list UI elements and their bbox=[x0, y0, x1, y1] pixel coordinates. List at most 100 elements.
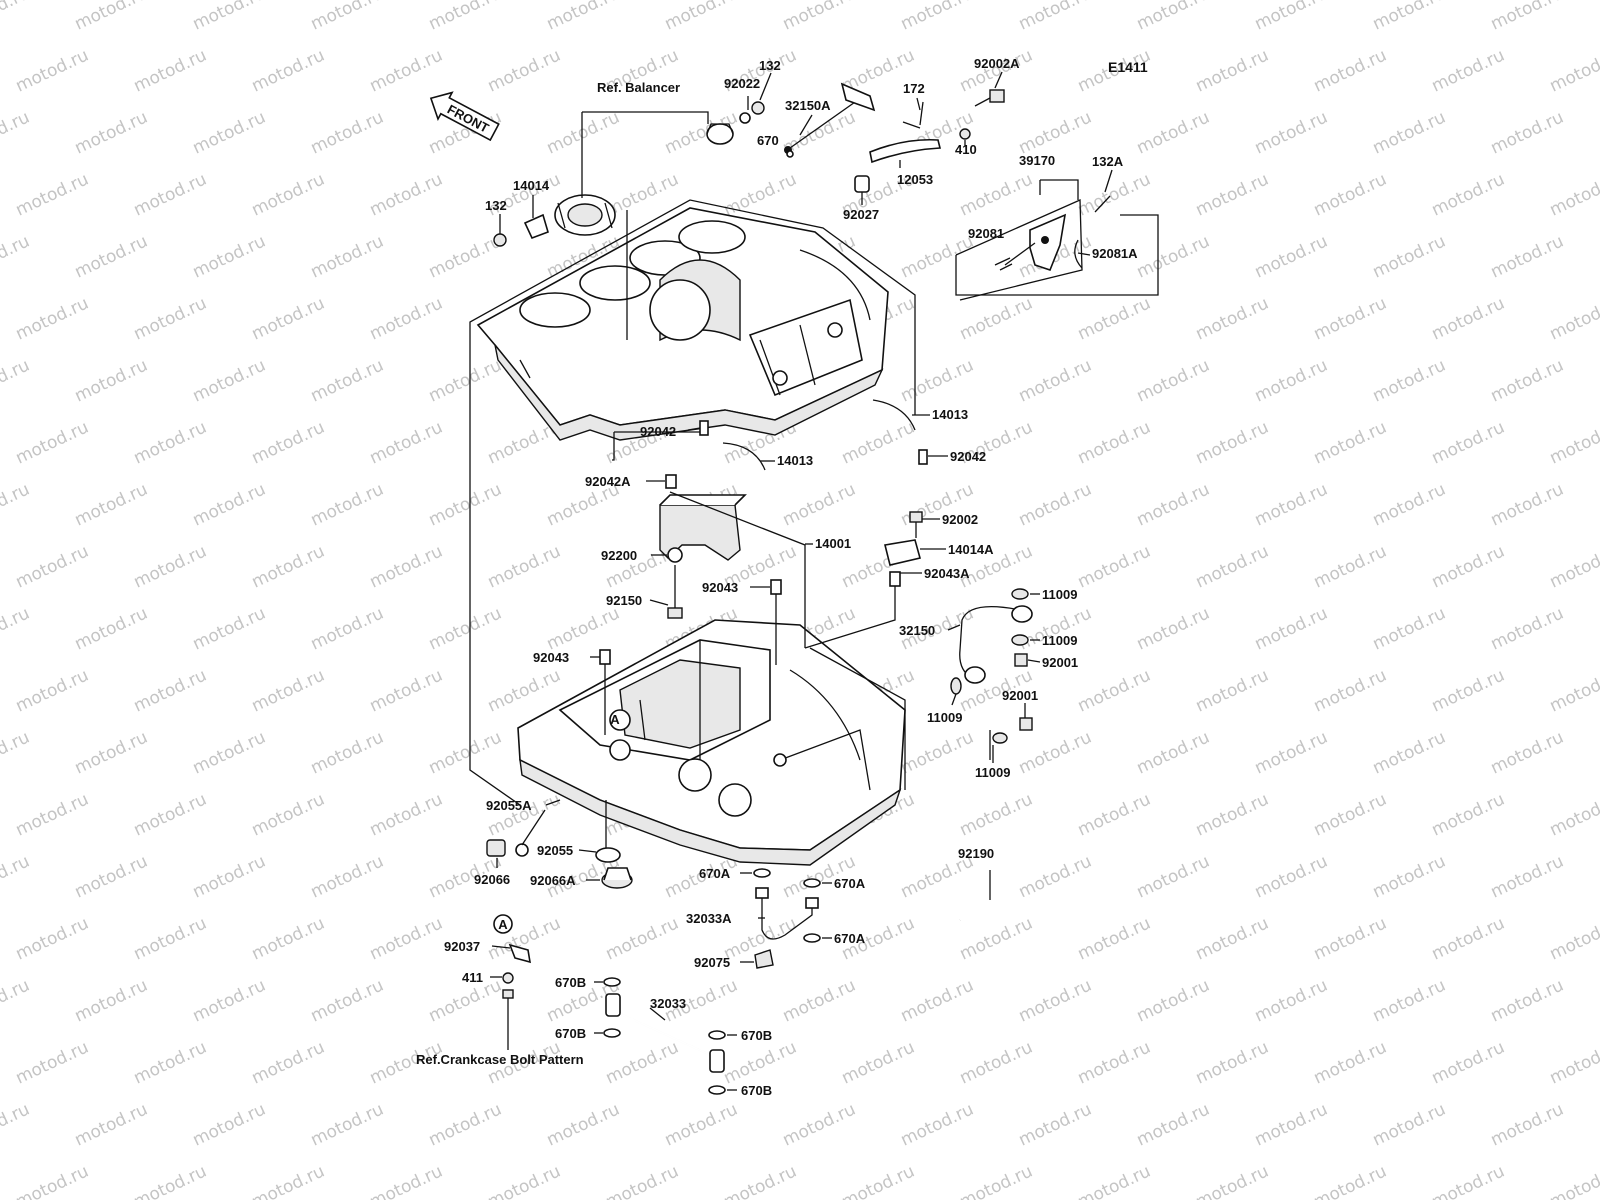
dowel-92027 bbox=[854, 175, 870, 193]
label-670a-1: 670A bbox=[699, 866, 731, 881]
bolt-ref-pattern bbox=[502, 989, 514, 1050]
marker-a-label: A bbox=[498, 917, 508, 932]
label-92042a: 92042A bbox=[585, 474, 631, 489]
label-92043a: 92043A bbox=[924, 566, 970, 581]
oil-pipe-32150a bbox=[784, 82, 876, 154]
washer-411 bbox=[502, 972, 514, 984]
bearing-14013-right bbox=[872, 399, 916, 431]
label-14013-right: 14013 bbox=[932, 407, 968, 422]
bracket-14014a bbox=[884, 511, 923, 566]
nut-410 bbox=[959, 128, 971, 140]
oring-92055 bbox=[595, 847, 621, 863]
plug-92066a bbox=[601, 867, 633, 889]
label-92027: 92027 bbox=[843, 207, 879, 222]
label-92066a: 92066A bbox=[530, 873, 576, 888]
dowel-92043-mid bbox=[770, 579, 782, 595]
label-32150a: 32150A bbox=[785, 98, 831, 113]
label-670b-4: 670B bbox=[741, 1083, 772, 1098]
label-ref-balancer: Ref. Balancer bbox=[597, 80, 680, 95]
label-132-left: 132 bbox=[485, 198, 507, 213]
label-92200: 92200 bbox=[601, 548, 637, 563]
label-92043-mid: 92043 bbox=[702, 580, 738, 595]
label-12053: 12053 bbox=[897, 172, 933, 187]
label-32033: 32033 bbox=[650, 996, 686, 1011]
label-92190: 92190 bbox=[958, 846, 994, 861]
dowel-92042-left bbox=[699, 420, 709, 436]
dowel-92043a bbox=[889, 571, 901, 587]
bearing-14013-bottom bbox=[722, 442, 766, 471]
label-92037: 92037 bbox=[444, 939, 480, 954]
bracket-14014 bbox=[493, 213, 549, 247]
label-32150: 32150 bbox=[899, 623, 935, 638]
bolt-132-top bbox=[751, 101, 765, 115]
oil-pipe-32150 bbox=[959, 605, 1033, 684]
oring-670b-4 bbox=[708, 1085, 726, 1095]
dowel-92042a bbox=[665, 474, 677, 489]
gasket-11009-3 bbox=[950, 677, 962, 695]
diagram-code: E1411 bbox=[1108, 59, 1148, 75]
oring-670a-3 bbox=[803, 933, 821, 943]
leader-lines bbox=[490, 71, 1113, 1091]
label-14001: 14001 bbox=[815, 536, 851, 551]
label-32033a: 32033A bbox=[686, 911, 732, 926]
label-92001-2: 92001 bbox=[1002, 688, 1038, 703]
chain-guide-12053 bbox=[869, 138, 942, 164]
label-92001-1: 92001 bbox=[1042, 655, 1078, 670]
marker-a-on-case: A bbox=[610, 712, 620, 727]
label-92043-left: 92043 bbox=[533, 650, 569, 665]
gasket-11009-1 bbox=[1011, 588, 1029, 600]
label-670a-2: 670A bbox=[834, 876, 866, 891]
washer-92022 bbox=[739, 112, 751, 124]
label-670b-1: 670B bbox=[555, 975, 586, 990]
label-410: 410 bbox=[955, 142, 977, 157]
cap-block bbox=[659, 494, 747, 561]
label-14014: 14014 bbox=[513, 178, 550, 193]
oring-670b-1 bbox=[603, 977, 621, 987]
gasket-11009-2 bbox=[1011, 634, 1029, 646]
label-670b-3: 670B bbox=[741, 1028, 772, 1043]
washer-92200 bbox=[667, 547, 683, 563]
label-92075: 92075 bbox=[694, 955, 730, 970]
oring-670a-1 bbox=[753, 868, 771, 878]
label-92081a: 92081A bbox=[1092, 246, 1138, 261]
marker-a-circle bbox=[493, 914, 513, 934]
label-11009-1: 11009 bbox=[1042, 587, 1077, 602]
label-11009-4: 11009 bbox=[975, 765, 1010, 780]
oring-670b-2 bbox=[603, 1028, 621, 1038]
label-670: 670 bbox=[757, 133, 779, 148]
label-92042-left: 92042 bbox=[640, 424, 676, 439]
label-92042-right: 92042 bbox=[950, 449, 986, 464]
assembly-39170 bbox=[955, 195, 1111, 301]
label-11009-2: 11009 bbox=[1042, 633, 1077, 648]
hose-92190 bbox=[958, 870, 1031, 921]
balancer-bearing bbox=[554, 194, 616, 236]
bushing-top bbox=[706, 123, 734, 145]
dowel-92043-left bbox=[599, 649, 611, 665]
label-92081: 92081 bbox=[968, 226, 1004, 241]
label-411: 411 bbox=[462, 970, 483, 985]
label-132-top: 132 bbox=[759, 58, 781, 73]
label-14013-bottom: 14013 bbox=[777, 453, 813, 468]
label-39170: 39170 bbox=[1019, 153, 1055, 168]
label-670a-3: 670A bbox=[834, 931, 866, 946]
bolt-92150 bbox=[667, 565, 683, 619]
label-92002: 92002 bbox=[942, 512, 978, 527]
clamp-92037 bbox=[508, 943, 531, 964]
oring-670 bbox=[786, 150, 794, 158]
plug-92066 bbox=[486, 839, 506, 857]
bolt-92001-1 bbox=[1014, 653, 1028, 667]
oil-pipe-32033 bbox=[605, 993, 725, 1073]
oring-670b-3 bbox=[708, 1030, 726, 1040]
label-92150: 92150 bbox=[606, 593, 642, 608]
label-11009-3: 11009 bbox=[927, 710, 962, 725]
label-172: 172 bbox=[903, 81, 925, 96]
bolt-92002a bbox=[974, 89, 1005, 107]
label-92022: 92022 bbox=[724, 76, 760, 91]
lower-crankcase: A bbox=[517, 619, 906, 866]
oring-92055a bbox=[515, 843, 529, 857]
dowel-92042-right bbox=[918, 449, 928, 465]
label-92055: 92055 bbox=[537, 843, 573, 858]
gasket-11009-4 bbox=[992, 732, 1008, 744]
clamp-92075 bbox=[754, 949, 774, 969]
